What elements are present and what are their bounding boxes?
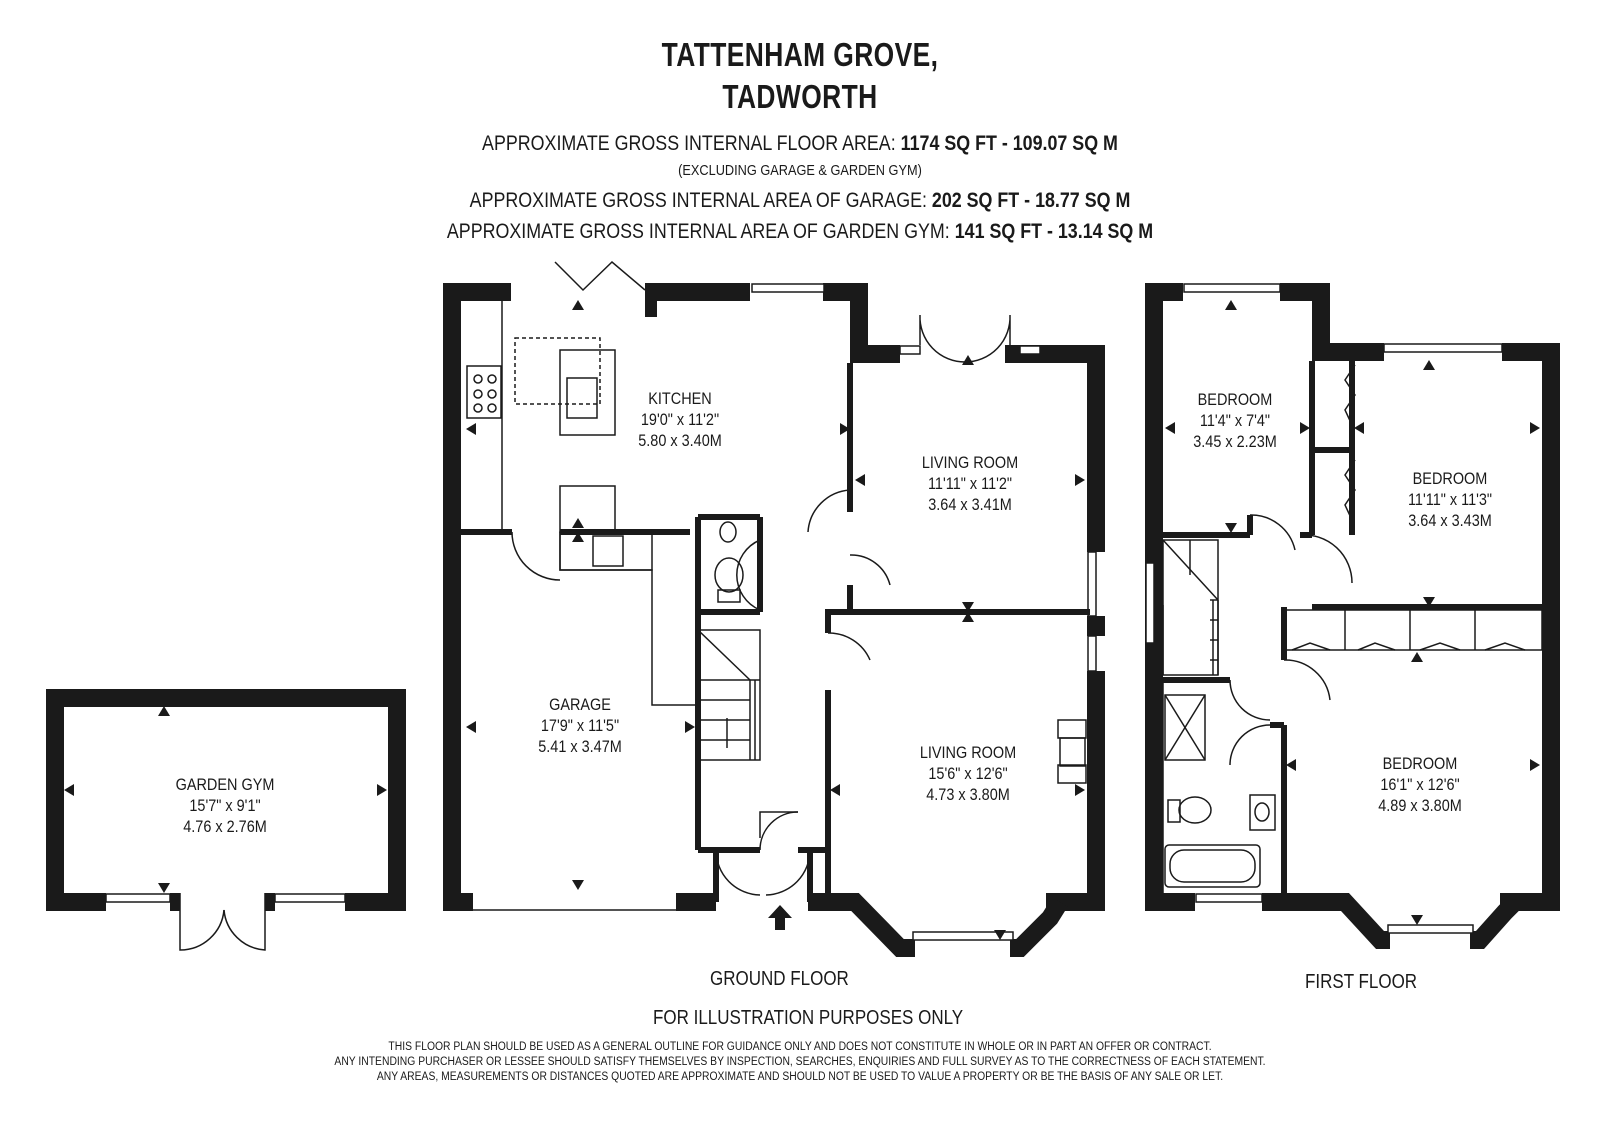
ground-floor-label: GROUND FLOOR (710, 968, 849, 990)
room-metric: 3.45 x 2.23M (1193, 432, 1277, 451)
room-metric: 5.80 x 3.40M (638, 431, 722, 450)
fixtures (179, 260, 1543, 951)
main-area-line: APPROXIMATE GROSS INTERNAL FLOOR AREA: 1… (120, 132, 1480, 156)
gym-area-value: 141 SQ FT - 13.14 SQ M (954, 220, 1154, 243)
room-label-bedroom-2: BEDROOM 11'11" x 11'3" 3.64 x 3.43M (1386, 468, 1514, 531)
main-area-label: APPROXIMATE GROSS INTERNAL FLOOR AREA: (482, 132, 896, 155)
garage-area-label: APPROXIMATE GROSS INTERNAL AREA OF GARAG… (469, 189, 927, 212)
room-label-living-room-2: LIVING ROOM 15'6" x 12'6" 4.73 x 3.80M (904, 742, 1032, 805)
room-label-bedroom-3: BEDROOM 16'1" x 12'6" 4.89 x 3.80M (1356, 753, 1484, 816)
room-name: BEDROOM (1197, 390, 1273, 409)
disclaimer-line-3: ANY AREAS, MEASUREMENTS OR DISTANCES QUO… (376, 1071, 1224, 1083)
room-metric: 5.41 x 3.47M (538, 737, 622, 756)
room-imperial: 11'4" x 7'4" (1199, 411, 1271, 430)
room-imperial: 15'7" x 9'1" (189, 796, 261, 815)
room-imperial: 15'6" x 12'6" (928, 764, 1008, 783)
room-label-garden-gym: GARDEN GYM 15'7" x 9'1" 4.76 x 2.76M (166, 774, 285, 837)
room-label-living-room-1: LIVING ROOM 11'11" x 11'2" 3.64 x 3.41M (906, 452, 1034, 515)
room-name: GARAGE (549, 695, 611, 714)
room-imperial: 17'9" x 11'5" (540, 716, 620, 735)
room-metric: 4.73 x 3.80M (926, 785, 1010, 804)
room-name: BEDROOM (1382, 754, 1458, 773)
plan-title-line2: TADWORTH (722, 78, 878, 115)
room-metric: 4.89 x 3.80M (1378, 796, 1462, 815)
garage-area-line: APPROXIMATE GROSS INTERNAL AREA OF GARAG… (120, 189, 1480, 213)
windows (105, 283, 1503, 941)
room-name: LIVING ROOM (919, 743, 1017, 762)
room-label-kitchen: KITCHEN 19'0" x 11'2" 5.80 x 3.40M (621, 388, 740, 451)
room-name: LIVING ROOM (921, 453, 1019, 472)
bay-walls (830, 893, 1522, 957)
room-imperial: 11'11" x 11'3" (1407, 490, 1493, 509)
main-area-value: 1174 SQ FT - 109.07 SQ M (900, 132, 1118, 155)
room-imperial: 19'0" x 11'2" (640, 410, 720, 429)
interior-walls (461, 361, 1542, 902)
disclaimer-line-1: THIS FLOOR PLAN SHOULD BE USED AS A GENE… (388, 1041, 1212, 1053)
room-imperial: 16'1" x 12'6" (1380, 775, 1460, 794)
room-metric: 3.64 x 3.41M (928, 495, 1012, 514)
room-metric: 4.76 x 2.76M (183, 817, 267, 836)
room-name: KITCHEN (648, 389, 712, 408)
main-area-note: (EXCLUDING GARAGE & GARDEN GYM) (678, 162, 922, 179)
room-name: GARDEN GYM (175, 775, 275, 794)
plan-title-line1: TATTENHAM GROVE, (661, 36, 939, 73)
first-floor-walls (1145, 283, 1560, 911)
gym-area-line: APPROXIMATE GROSS INTERNAL AREA OF GARDE… (120, 220, 1480, 244)
room-label-garage: GARAGE 17'9" x 11'5" 5.41 x 3.47M (521, 694, 640, 757)
room-imperial: 11'11" x 11'2" (927, 474, 1013, 493)
ground-floor-walls (443, 283, 1105, 911)
room-metric: 3.64 x 3.43M (1408, 511, 1492, 530)
garden-gym-walls (46, 689, 406, 911)
garage-area-value: 202 SQ FT - 18.77 SQ M (931, 189, 1131, 212)
disclaimer-line-2: ANY INTENDING PURCHASER OR LESSEE SHOULD… (334, 1056, 1266, 1068)
room-label-bedroom-1: BEDROOM 11'4" x 7'4" 3.45 x 2.23M (1180, 389, 1291, 452)
gym-area-label: APPROXIMATE GROSS INTERNAL AREA OF GARDE… (446, 220, 950, 243)
room-name: BEDROOM (1412, 469, 1488, 488)
first-floor-label: FIRST FLOOR (1305, 971, 1418, 993)
dimension-markers (64, 300, 1540, 940)
illustration-note: FOR ILLUSTRATION PURPOSES ONLY (653, 1007, 964, 1029)
